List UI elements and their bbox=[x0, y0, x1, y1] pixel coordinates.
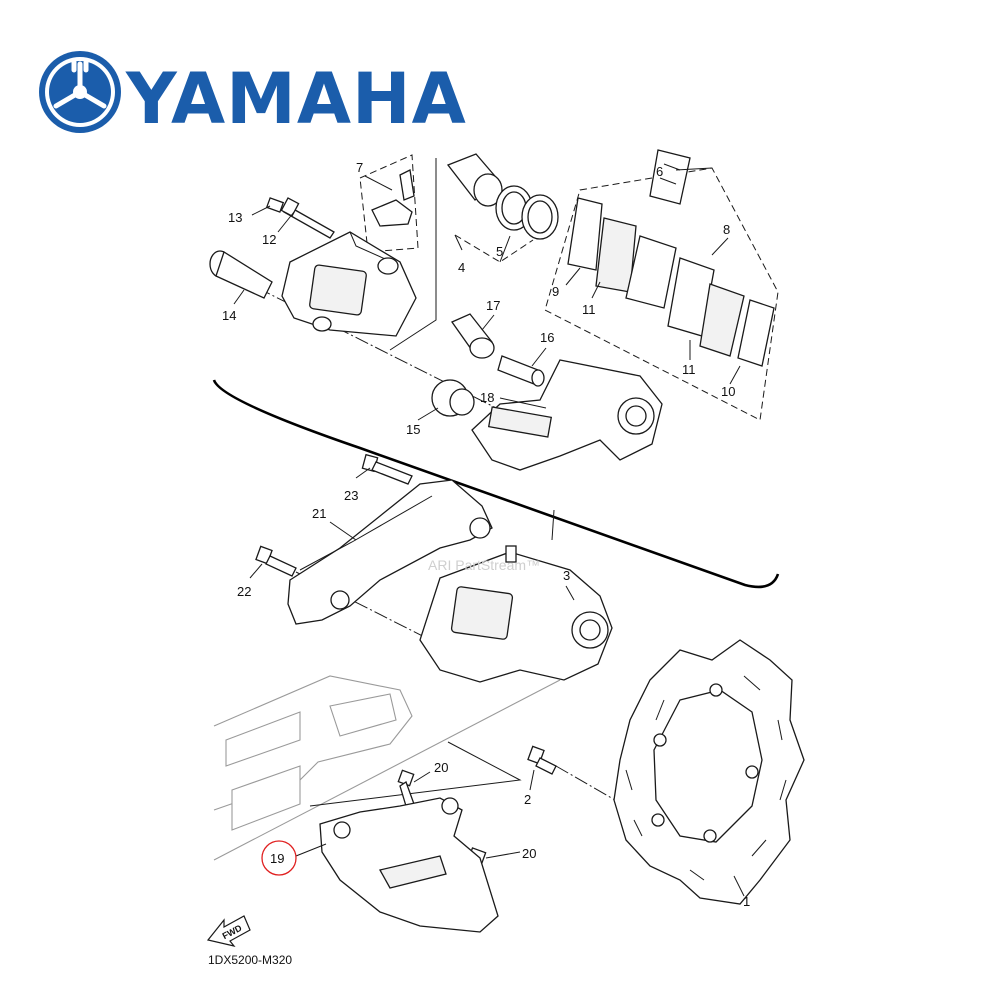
fwd-arrow-icon: FWD bbox=[206, 915, 251, 947]
callout-22[interactable]: 22 bbox=[237, 584, 251, 599]
callout-13[interactable]: 13 bbox=[228, 210, 242, 225]
callout-4[interactable]: 4 bbox=[458, 260, 465, 275]
callout-18[interactable]: 18 bbox=[480, 390, 494, 405]
part-11-pad-left bbox=[595, 217, 677, 309]
group-4-5-box bbox=[454, 234, 534, 263]
callout-7[interactable]: 7 bbox=[356, 160, 363, 175]
brand-name: YAMAHA bbox=[125, 58, 467, 140]
group-7-box bbox=[359, 154, 419, 253]
callout-15[interactable]: 15 bbox=[406, 422, 420, 437]
callout-19-highlight bbox=[261, 840, 297, 876]
part-1-brake-disc bbox=[613, 639, 805, 905]
part-4-piston bbox=[446, 153, 503, 207]
callout-10[interactable]: 10 bbox=[721, 384, 735, 399]
callout-9[interactable]: 9 bbox=[552, 284, 559, 299]
callout-12[interactable]: 12 bbox=[262, 232, 276, 247]
part-13-bleeder-cap bbox=[265, 197, 285, 213]
callout-8[interactable]: 8 bbox=[723, 222, 730, 237]
part-9-shim bbox=[567, 197, 603, 271]
part-16-pin bbox=[497, 355, 545, 387]
callout-6[interactable]: 6 bbox=[656, 164, 663, 179]
diagram-code: 1DX5200-M320 bbox=[208, 953, 292, 967]
callout-20-lower[interactable]: 20 bbox=[522, 846, 536, 861]
part-20-bolt-upper bbox=[397, 769, 415, 807]
callout-11b[interactable]: 11 bbox=[682, 362, 696, 377]
callout-19[interactable]: 19 bbox=[270, 851, 284, 866]
part-15-boot bbox=[431, 379, 475, 417]
part-11-pad-right bbox=[667, 257, 745, 357]
watermark: ARI PartStream™ bbox=[428, 557, 540, 573]
part-6-pad-spring bbox=[649, 149, 691, 205]
callout-14[interactable]: 14 bbox=[222, 308, 236, 323]
callout-17[interactable]: 17 bbox=[486, 298, 500, 313]
part-22-bolt bbox=[255, 545, 297, 577]
callout-1[interactable]: 1 bbox=[743, 894, 750, 909]
part-10-shim bbox=[737, 299, 775, 367]
callout-20-upper[interactable]: 20 bbox=[434, 760, 448, 775]
caliper-body-upper bbox=[281, 231, 417, 337]
group-8-box bbox=[544, 167, 779, 421]
callout-3[interactable]: 3 bbox=[563, 568, 570, 583]
callout-11a[interactable]: 11 bbox=[582, 302, 596, 317]
part-3-caliper-assembly bbox=[419, 545, 613, 683]
part-5-seals bbox=[495, 185, 559, 240]
part-21-caliper-guard bbox=[287, 479, 493, 625]
callout-23[interactable]: 23 bbox=[344, 488, 358, 503]
callout-5[interactable]: 5 bbox=[496, 244, 503, 259]
part-23-bolt bbox=[361, 453, 413, 485]
yamaha-logo: YAMAHA bbox=[39, 51, 467, 140]
part-17-boot bbox=[451, 313, 495, 359]
callout-21[interactable]: 21 bbox=[312, 506, 326, 521]
swingarm-ghost bbox=[213, 675, 561, 861]
part-19-disc-guard bbox=[319, 797, 499, 933]
callout-16[interactable]: 16 bbox=[540, 330, 554, 345]
callout-2[interactable]: 2 bbox=[524, 792, 531, 807]
exploded-group-bracket bbox=[212, 379, 780, 589]
part-7-bleed-screw bbox=[371, 169, 415, 227]
tuning-fork-emblem-icon bbox=[39, 51, 121, 133]
part-18-caliper-bracket bbox=[471, 359, 663, 471]
part-12-pin bbox=[280, 197, 335, 239]
part-14-pin-bolt bbox=[209, 250, 273, 299]
